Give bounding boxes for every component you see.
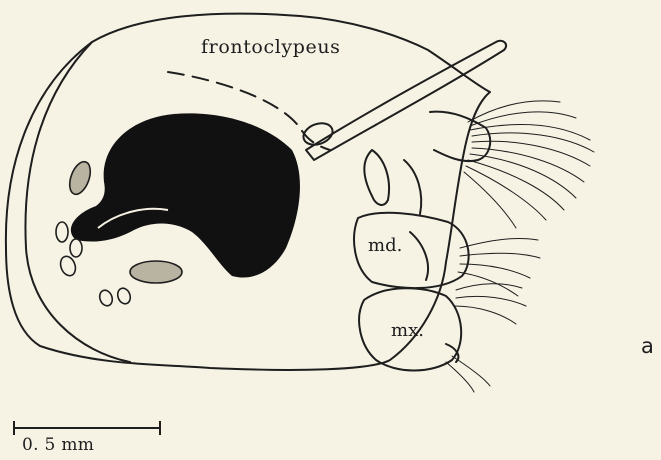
labrum xyxy=(430,112,490,161)
mandible-label: md. xyxy=(368,237,402,255)
scale-bar-label: 0. 5 mm xyxy=(22,437,94,454)
eye-spot xyxy=(71,113,300,277)
panel-letter: a xyxy=(641,336,654,357)
stippled-spot xyxy=(130,261,182,283)
ocellus xyxy=(58,254,78,278)
labial-appendage xyxy=(364,150,389,205)
maxilla-label: mx. xyxy=(391,322,424,340)
ocellus xyxy=(98,288,115,307)
ocellus xyxy=(70,239,82,257)
frontoclypeus-label: frontoclypeus xyxy=(201,38,341,57)
ocellus xyxy=(56,222,68,242)
stippled-spot xyxy=(66,159,95,197)
ocellus xyxy=(116,286,133,305)
